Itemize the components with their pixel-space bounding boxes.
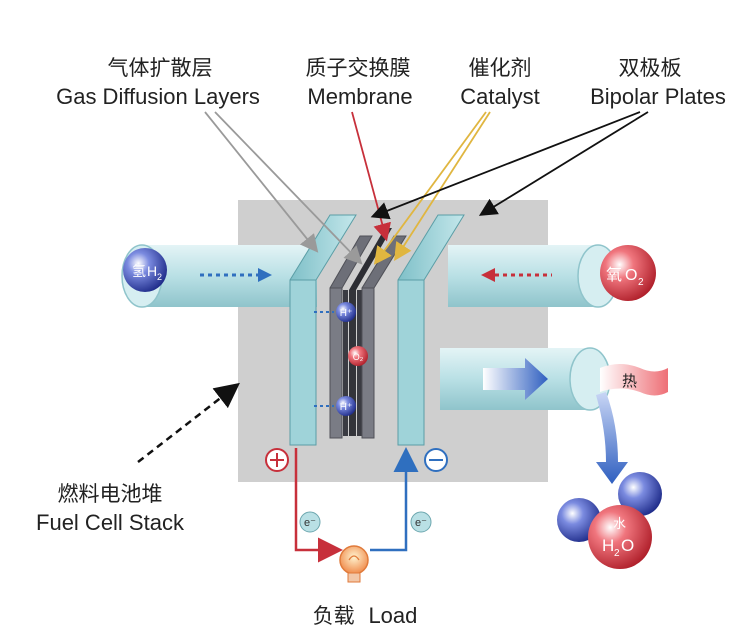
oxygen-molecule: 氧 O 2 — [600, 245, 656, 301]
label-stack-zh: 燃料电池堆 — [57, 482, 163, 506]
water-output-arrow — [596, 392, 628, 484]
label-load-zh: 负载 — [312, 604, 355, 628]
label-bipolar-zh: 双极板 — [618, 56, 682, 80]
label-membrane-zh: 质子交换膜 — [305, 56, 411, 80]
water-molecule-icon: 水 H 2 O — [557, 472, 662, 569]
lightbulb-icon — [339, 545, 369, 583]
label-load-en: Load — [368, 603, 418, 628]
svg-text:H: H — [602, 536, 614, 555]
svg-text:H: H — [147, 263, 157, 279]
svg-text:H⁺: H⁺ — [340, 402, 353, 413]
svg-text:O: O — [625, 267, 637, 284]
membrane — [349, 228, 392, 436]
label-gdl-zh: 气体扩散层 — [107, 56, 213, 80]
positive-terminal — [265, 448, 289, 472]
proton-2: H⁺ — [314, 396, 356, 416]
outlet-flow-arrow — [483, 358, 548, 400]
electron-left: e⁻ — [299, 511, 321, 533]
label-bipolar-en: Bipolar Plates — [590, 84, 726, 109]
label-load: 负载 Load — [295, 600, 435, 630]
label-stack-en: Fuel Cell Stack — [36, 510, 184, 535]
svg-text:e⁻: e⁻ — [415, 517, 427, 529]
negative-terminal — [424, 448, 448, 472]
electron-right: e⁻ — [410, 511, 432, 533]
svg-text:H⁺: H⁺ — [340, 308, 353, 319]
hydrogen-molecule: 氢 H 2 — [123, 248, 167, 292]
heat-flag-icon: 热 — [600, 364, 668, 396]
svg-text:O: O — [621, 536, 634, 555]
svg-text:O₂: O₂ — [353, 352, 364, 362]
label-catalyst-zh: 催化剂 — [468, 56, 532, 80]
svg-text:氧: 氧 — [606, 265, 622, 284]
svg-text:2: 2 — [157, 272, 162, 282]
svg-text:水: 水 — [613, 517, 626, 532]
oxygen-small: O₂ — [348, 346, 368, 366]
svg-text:2: 2 — [614, 548, 620, 559]
wire-positive — [294, 448, 343, 563]
oxygen-inlet-pipe — [448, 244, 619, 308]
label-membrane-en: Membrane — [307, 84, 413, 109]
svg-text:2: 2 — [638, 277, 644, 288]
catalyst-layer-left — [343, 290, 348, 436]
svg-text:氢: 氢 — [132, 264, 146, 280]
label-catalyst-en: Catalyst — [460, 84, 540, 109]
label-gdl-en: Gas Diffusion Layers — [56, 84, 260, 109]
proton-1: H⁺ — [314, 302, 356, 322]
svg-text:e⁻: e⁻ — [304, 517, 316, 529]
cell-layers — [289, 214, 465, 446]
pointer-lines — [137, 111, 649, 463]
wire-negative — [370, 447, 419, 552]
svg-text:热: 热 — [622, 372, 637, 390]
outlet-pipe — [440, 347, 611, 411]
